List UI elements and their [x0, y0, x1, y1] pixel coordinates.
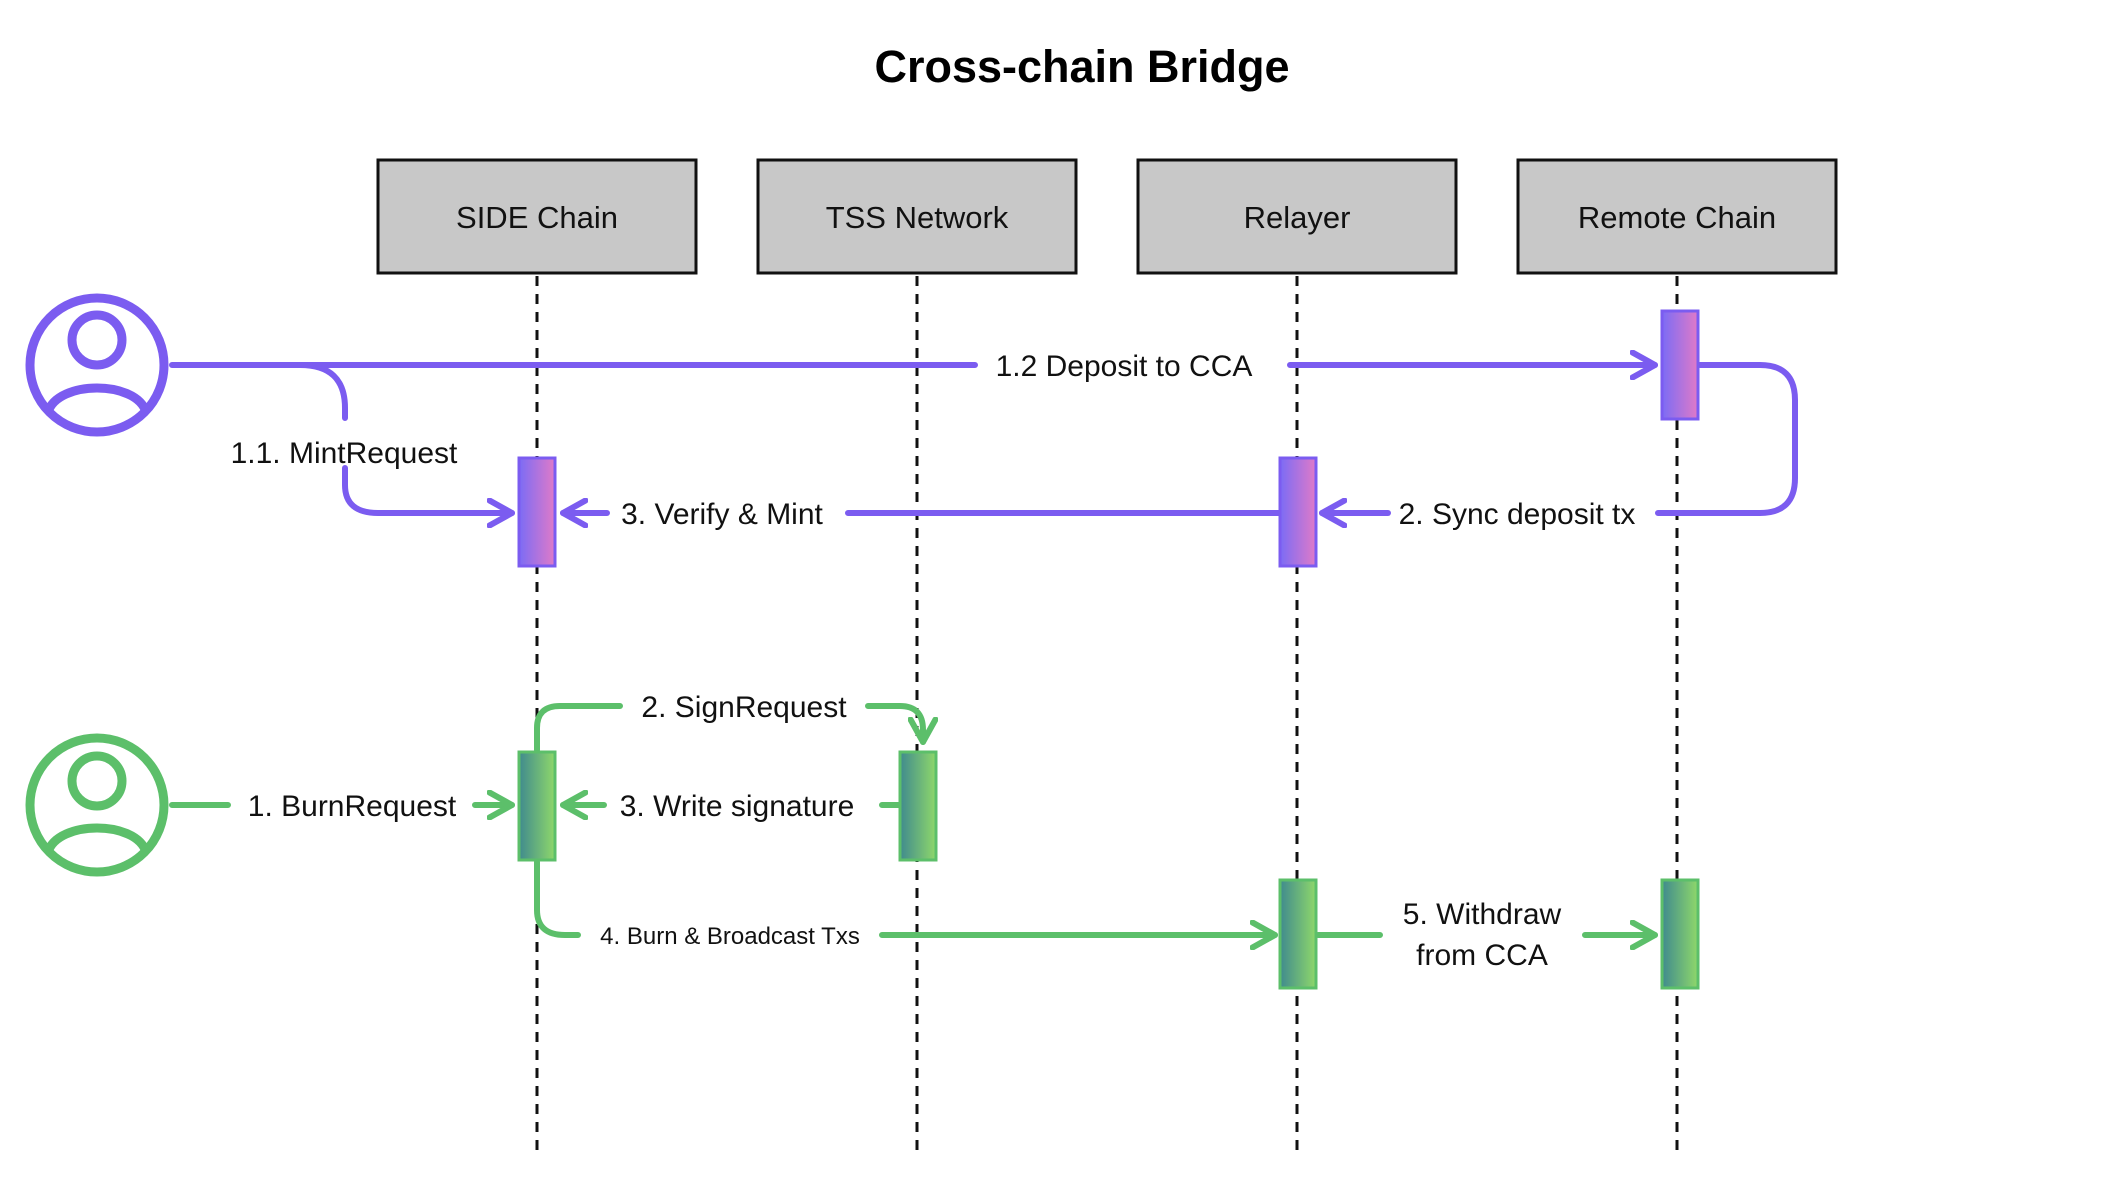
- activation-remote-chain-withdraw: [1660, 878, 1700, 990]
- user-icon: [25, 293, 169, 437]
- diagram-title: Cross-chain Bridge: [874, 41, 1289, 92]
- label-burn-broadcast: 4. Burn & Broadcast Txs: [600, 923, 860, 950]
- activation-side-chain-burn: [517, 750, 557, 862]
- activation-tss-network-sign: [898, 750, 938, 862]
- activation-relayer-broadcast: [1278, 878, 1318, 990]
- mint-flow: 1.2 Deposit to CCA 1.1. MintRequest 2. S…: [25, 293, 1798, 568]
- participant-label: Relayer: [1244, 200, 1351, 235]
- label-withdraw-line-1: 5. Withdraw: [1403, 898, 1562, 931]
- arrow-sign-request: [534, 703, 923, 750]
- arrow-burn-broadcast: [534, 859, 1275, 935]
- label-write-signature: 3. Write signature: [620, 790, 855, 823]
- participant-label: TSS Network: [826, 200, 1009, 235]
- label-burn-request: 1. BurnRequest: [248, 790, 457, 823]
- label-mint-request: 1.1. MintRequest: [231, 437, 458, 470]
- label-sign-request: 2. SignRequest: [641, 691, 847, 724]
- participant-box: [1516, 158, 1838, 275]
- participant-box: [1136, 158, 1458, 275]
- label-sync-deposit-tx: 2. Sync deposit tx: [1399, 498, 1636, 531]
- activation-remote-chain-deposit: [1660, 309, 1700, 421]
- participant-label: SIDE Chain: [456, 200, 618, 235]
- activation-side-chain-mint: [517, 456, 557, 568]
- participant-tss-network: TSS Network: [756, 158, 1078, 275]
- user-icon: [25, 733, 169, 877]
- arrow-sync-deposit-tx: [1655, 362, 1798, 516]
- participant-side-chain: SIDE Chain: [376, 158, 698, 275]
- burn-flow: 1. BurnRequest 2. SignRequest 3. Write s…: [25, 691, 1700, 990]
- lifelines: [535, 276, 1679, 1150]
- label-verify-mint: 3. Verify & Mint: [621, 498, 823, 531]
- arrow-mint-request: [297, 362, 512, 513]
- participant-relayer: Relayer: [1136, 158, 1458, 275]
- participant-remote-chain: Remote Chain: [1516, 158, 1838, 275]
- participant-label: Remote Chain: [1578, 200, 1776, 235]
- participant-box: [756, 158, 1078, 275]
- label-withdraw-line-2: from CCA: [1416, 939, 1548, 972]
- activation-relayer-sync: [1278, 456, 1318, 568]
- participant-box: [376, 158, 698, 275]
- label-deposit-to-cca: 1.2 Deposit to CCA: [996, 350, 1253, 383]
